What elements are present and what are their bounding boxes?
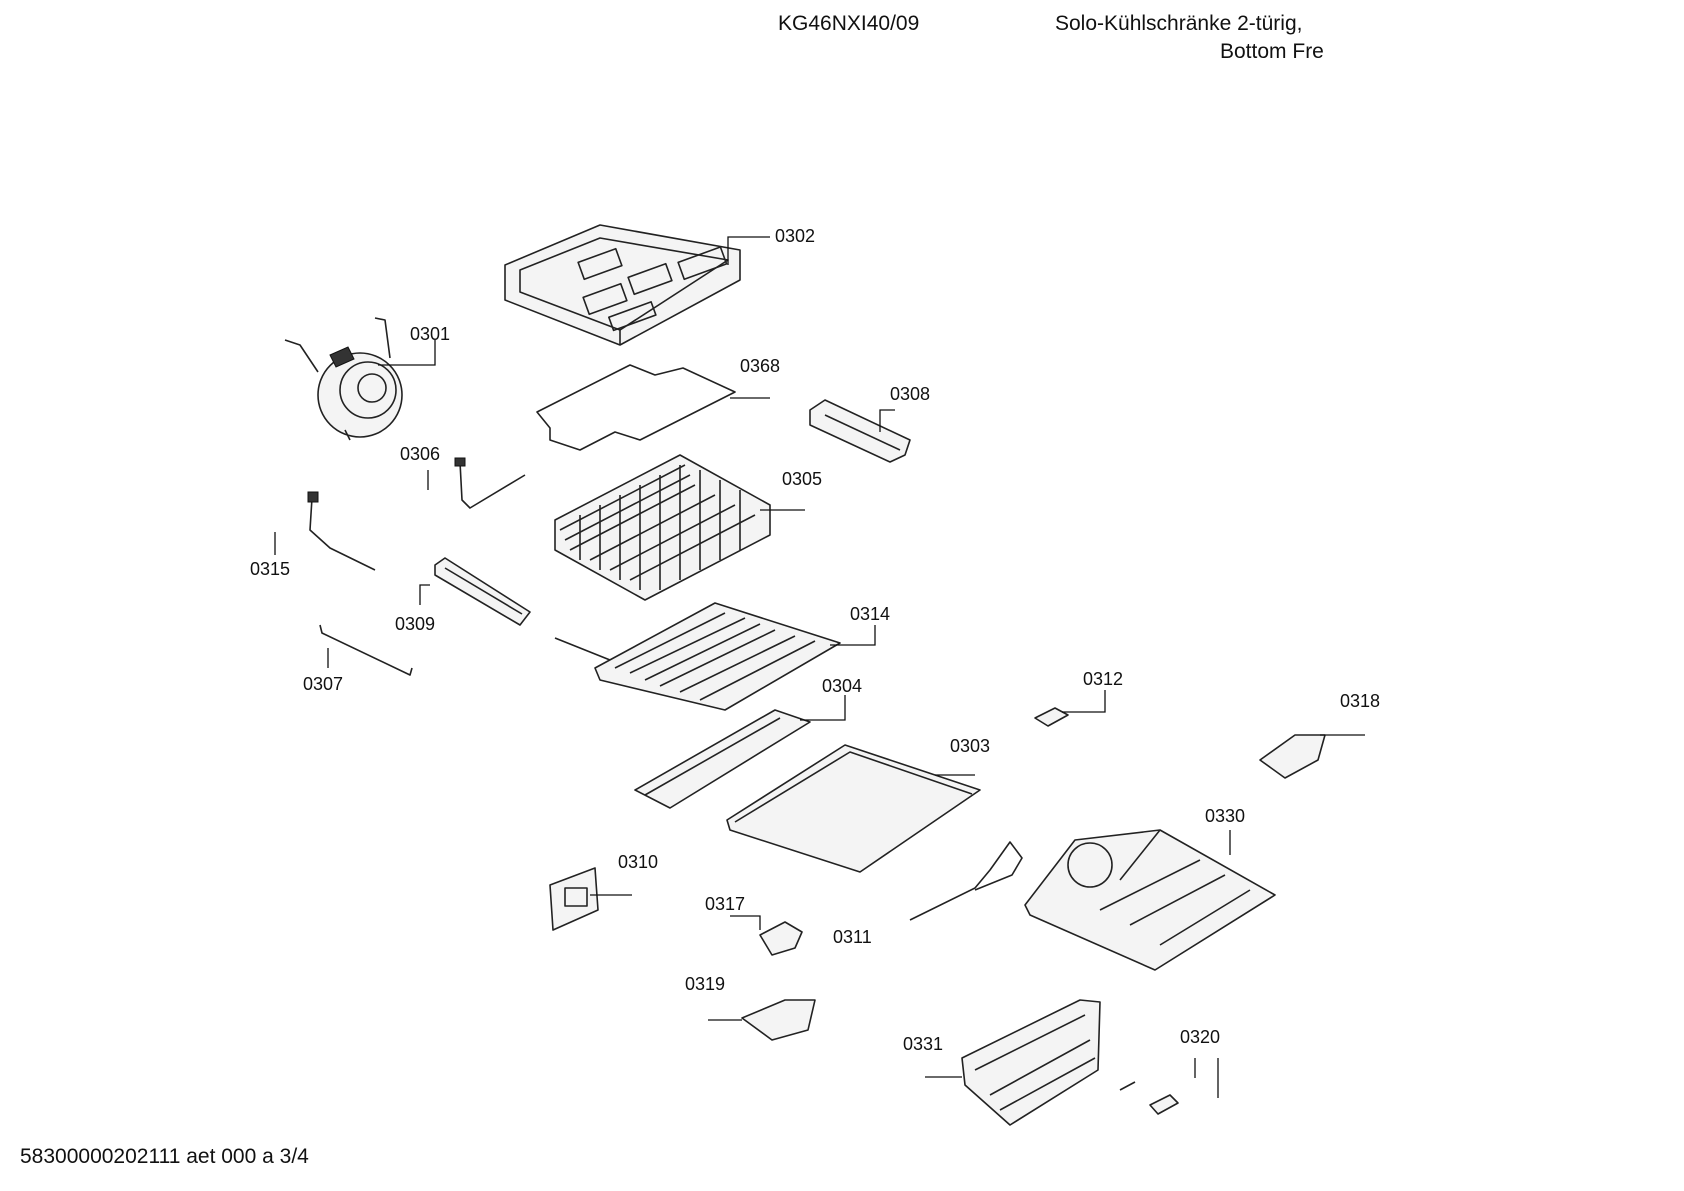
- svg-text:0307: 0307: [303, 674, 343, 694]
- part-0310-bracket[interactable]: [549, 867, 599, 931]
- svg-text:0303: 0303: [950, 736, 990, 756]
- part-0306-sensor[interactable]: [454, 457, 526, 509]
- part-0302-cover[interactable]: [504, 224, 741, 346]
- svg-text:0317: 0317: [705, 894, 745, 914]
- part-0330-housing[interactable]: [1024, 829, 1276, 971]
- label-0317: 0317: [705, 894, 761, 930]
- label-0314: 0314: [830, 604, 890, 646]
- svg-text:0312: 0312: [1083, 669, 1123, 689]
- part-0318-duct[interactable]: [1259, 734, 1326, 779]
- part-0331-frame[interactable]: [961, 999, 1101, 1126]
- svg-text:0309: 0309: [395, 614, 435, 634]
- label-0305: 0305: [760, 469, 822, 511]
- part-0308-strip[interactable]: [809, 399, 911, 463]
- label-0368: 0368: [730, 356, 780, 399]
- svg-text:0302: 0302: [775, 226, 815, 246]
- part-0309-holder[interactable]: [434, 557, 531, 626]
- model-number: KG46NXI40/09: [778, 12, 920, 35]
- svg-text:0304: 0304: [822, 676, 862, 696]
- label-0301: 0301: [378, 324, 450, 366]
- part-0301-fan[interactable]: [284, 317, 403, 441]
- part-0307-rod[interactable]: [319, 624, 413, 676]
- label-0330: 0330: [1205, 806, 1245, 855]
- label-0308: 0308: [879, 384, 930, 432]
- part-0368-foil[interactable]: [536, 364, 736, 451]
- label-0306: 0306: [400, 444, 440, 490]
- part-0319-duct[interactable]: [741, 999, 816, 1041]
- part-0311-cable[interactable]: [909, 841, 1023, 921]
- label-0320: 0320: [1180, 1027, 1220, 1098]
- svg-text:0310: 0310: [618, 852, 658, 872]
- svg-text:0368: 0368: [740, 356, 780, 376]
- label-0319: 0319: [685, 974, 742, 1021]
- svg-text:0315: 0315: [250, 559, 290, 579]
- part-0317-clip[interactable]: [759, 921, 803, 956]
- label-0310: 0310: [590, 852, 658, 896]
- svg-text:0311: 0311: [833, 927, 872, 947]
- label-0318: 0318: [1320, 691, 1380, 736]
- part-0304-channel[interactable]: [634, 709, 811, 809]
- svg-text:0320: 0320: [1180, 1027, 1220, 1047]
- part-0315-sensor-cable[interactable]: [307, 491, 376, 571]
- svg-text:0319: 0319: [685, 974, 725, 994]
- label-0302: 0302: [727, 226, 815, 265]
- part-0305-evaporator[interactable]: [554, 454, 771, 601]
- svg-text:0331: 0331: [903, 1034, 943, 1054]
- svg-text:0301: 0301: [410, 324, 450, 344]
- svg-text:0330: 0330: [1205, 806, 1245, 826]
- label-0307: 0307: [303, 648, 343, 694]
- label-0315: 0315: [250, 532, 290, 579]
- label-0303: 0303: [935, 736, 990, 776]
- svg-text:0308: 0308: [890, 384, 930, 404]
- svg-text:0318: 0318: [1340, 691, 1380, 711]
- description-line-2: Bottom Fre: [1220, 40, 1324, 62]
- svg-text:0305: 0305: [782, 469, 822, 489]
- part-0320-connector[interactable]: [1119, 1081, 1179, 1115]
- part-0312-clip[interactable]: [1034, 707, 1069, 727]
- label-0331: 0331: [903, 1034, 962, 1078]
- label-0309: 0309: [395, 584, 435, 634]
- part-0314-heater[interactable]: [554, 602, 841, 711]
- svg-text:0314: 0314: [850, 604, 890, 624]
- label-0312: 0312: [1062, 669, 1123, 713]
- label-0304: 0304: [800, 676, 862, 721]
- part-0303-tray[interactable]: [726, 744, 981, 873]
- svg-text:0306: 0306: [400, 444, 440, 464]
- document-code: 58300000202111 aet 000 a 3/4: [20, 1145, 309, 1168]
- label-0311: 0311: [833, 927, 872, 947]
- description-line-1: Solo-Kühlschränke 2-türig,: [1055, 12, 1303, 35]
